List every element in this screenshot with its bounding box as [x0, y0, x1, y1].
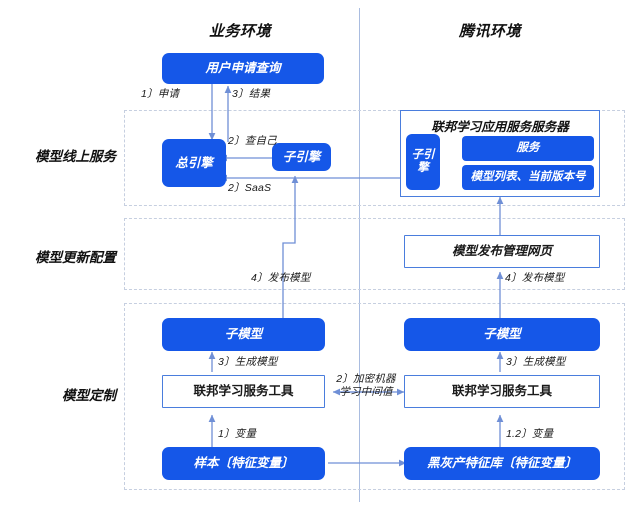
edge-label-query-self: 2〕查自己: [228, 135, 277, 147]
node-fl-tool-right[interactable]: 联邦学习服务工具: [404, 375, 600, 408]
node-fl-server-sub-engine[interactable]: 子引 擎: [406, 134, 440, 190]
edge-label-encrypted-ml: 2〕加密机器 学习中间值: [336, 373, 396, 399]
edge-label-apply: 1〕申请: [141, 88, 180, 100]
fl-server-title: 联邦学习应用服务服务器: [431, 120, 569, 134]
node-main-engine[interactable]: 总引擎: [162, 139, 226, 187]
node-fl-tool-left[interactable]: 联邦学习服务工具: [162, 375, 325, 408]
node-sub-model-left[interactable]: 子模型: [162, 318, 325, 351]
edge-label-result: 3〕结果: [232, 88, 271, 100]
section-label-model-custom: 模型定制: [62, 388, 116, 403]
node-sub-model-right[interactable]: 子模型: [404, 318, 600, 351]
section-model-custom-container: [124, 303, 625, 490]
edge-label-saas: 2〕SaaS: [228, 182, 272, 194]
section-update-config-container: [124, 218, 625, 290]
column-header-left: 业务环境: [208, 23, 271, 40]
node-sample-feature-variables[interactable]: 样本〔特征变量〕: [162, 447, 325, 480]
node-publish-management-page[interactable]: 模型发布管理网页: [404, 235, 600, 268]
edge-label-generate-model-left: 3〕生成模型: [218, 356, 278, 368]
section-label-online-service: 模型线上服务: [35, 149, 116, 164]
environment-divider: [359, 8, 360, 502]
node-fl-server-model-list[interactable]: 模型列表、当前版本号: [462, 165, 594, 190]
section-label-update-config: 模型更新配置: [35, 250, 116, 265]
column-header-right: 腾讯环境: [458, 23, 521, 40]
node-blackgray-feature-library[interactable]: 黑灰产特征库〔特征变量〕: [404, 447, 600, 480]
node-user-query[interactable]: 用户申请查询: [162, 53, 324, 84]
edge-label-publish-model-right: 4〕发布模型: [505, 272, 565, 284]
edge-label-variable-right: 1.2〕变量: [506, 428, 554, 440]
edge-label-variable-left: 1〕变量: [218, 428, 257, 440]
node-fl-server-service[interactable]: 服务: [462, 136, 594, 161]
node-sub-engine-left[interactable]: 子引擎: [272, 143, 331, 171]
section-online-service-container: [124, 110, 625, 206]
edge-label-publish-model-left: 4〕发布模型: [251, 272, 311, 284]
edge-label-generate-model-right: 3〕生成模型: [506, 356, 566, 368]
